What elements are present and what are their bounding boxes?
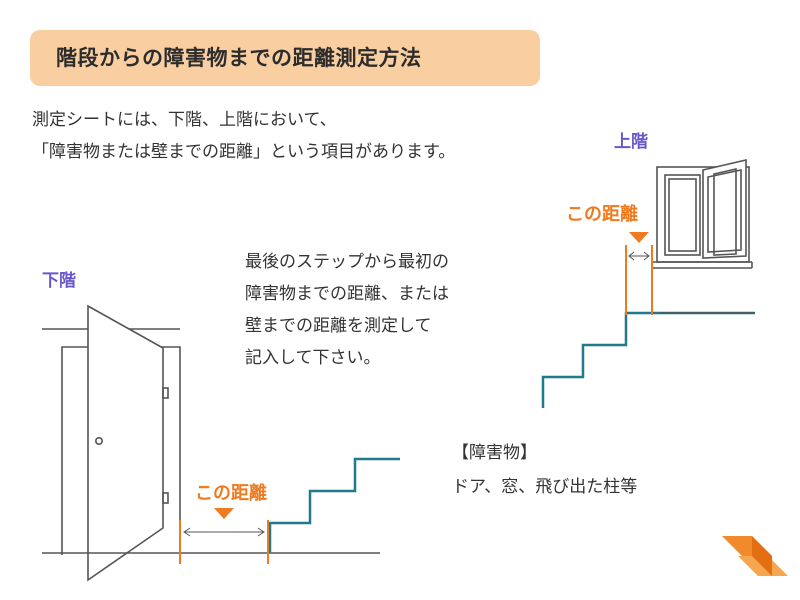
- obstacle-note: 【障害物】 ドア、窓、飛び出た柱等: [452, 436, 637, 504]
- instruction-line-1: 最後のステップから最初の: [245, 252, 449, 272]
- lower-distance-marker: [179, 508, 269, 564]
- instruction-text: 最後のステップから最初の 障害物までの距離、または 壁までの距離を測定して 記入…: [245, 246, 449, 374]
- obstacle-examples: ドア、窓、飛び出た柱等: [452, 477, 638, 497]
- upper-arrow-icon: [629, 232, 649, 243]
- instruction-line-3: 壁までの距離を測定して: [245, 316, 432, 336]
- upper-floor-label: 上階: [614, 132, 648, 152]
- lower-door-illustration: [42, 304, 380, 582]
- lower-stairs: [268, 457, 400, 553]
- lower-floor-label: 下階: [42, 271, 76, 291]
- lower-distance-label: この距離: [195, 483, 267, 504]
- title-banner: [30, 30, 540, 86]
- lower-arrow-icon: [214, 508, 234, 519]
- upper-distance-label: この距離: [566, 204, 638, 225]
- brand-logo: [722, 536, 788, 576]
- upper-distance-marker: [625, 232, 653, 315]
- intro-line-1: 測定シートには、下階、上階において、: [32, 110, 337, 130]
- instruction-line-4: 記入して下さい。: [245, 348, 381, 368]
- intro-text: 測定シートには、下階、上階において、 「障害物または壁までの距離」という項目があ…: [32, 104, 455, 168]
- page-title: 階段からの障害物までの距離測定方法: [56, 46, 422, 70]
- intro-line-2: 「障害物または壁までの距離」という項目があります。: [32, 142, 456, 162]
- obstacle-heading: 【障害物】: [452, 443, 537, 463]
- instruction-line-2: 障害物までの距離、または: [245, 284, 449, 304]
- upper-window-illustration: [652, 158, 753, 269]
- upper-stairs: [541, 311, 755, 408]
